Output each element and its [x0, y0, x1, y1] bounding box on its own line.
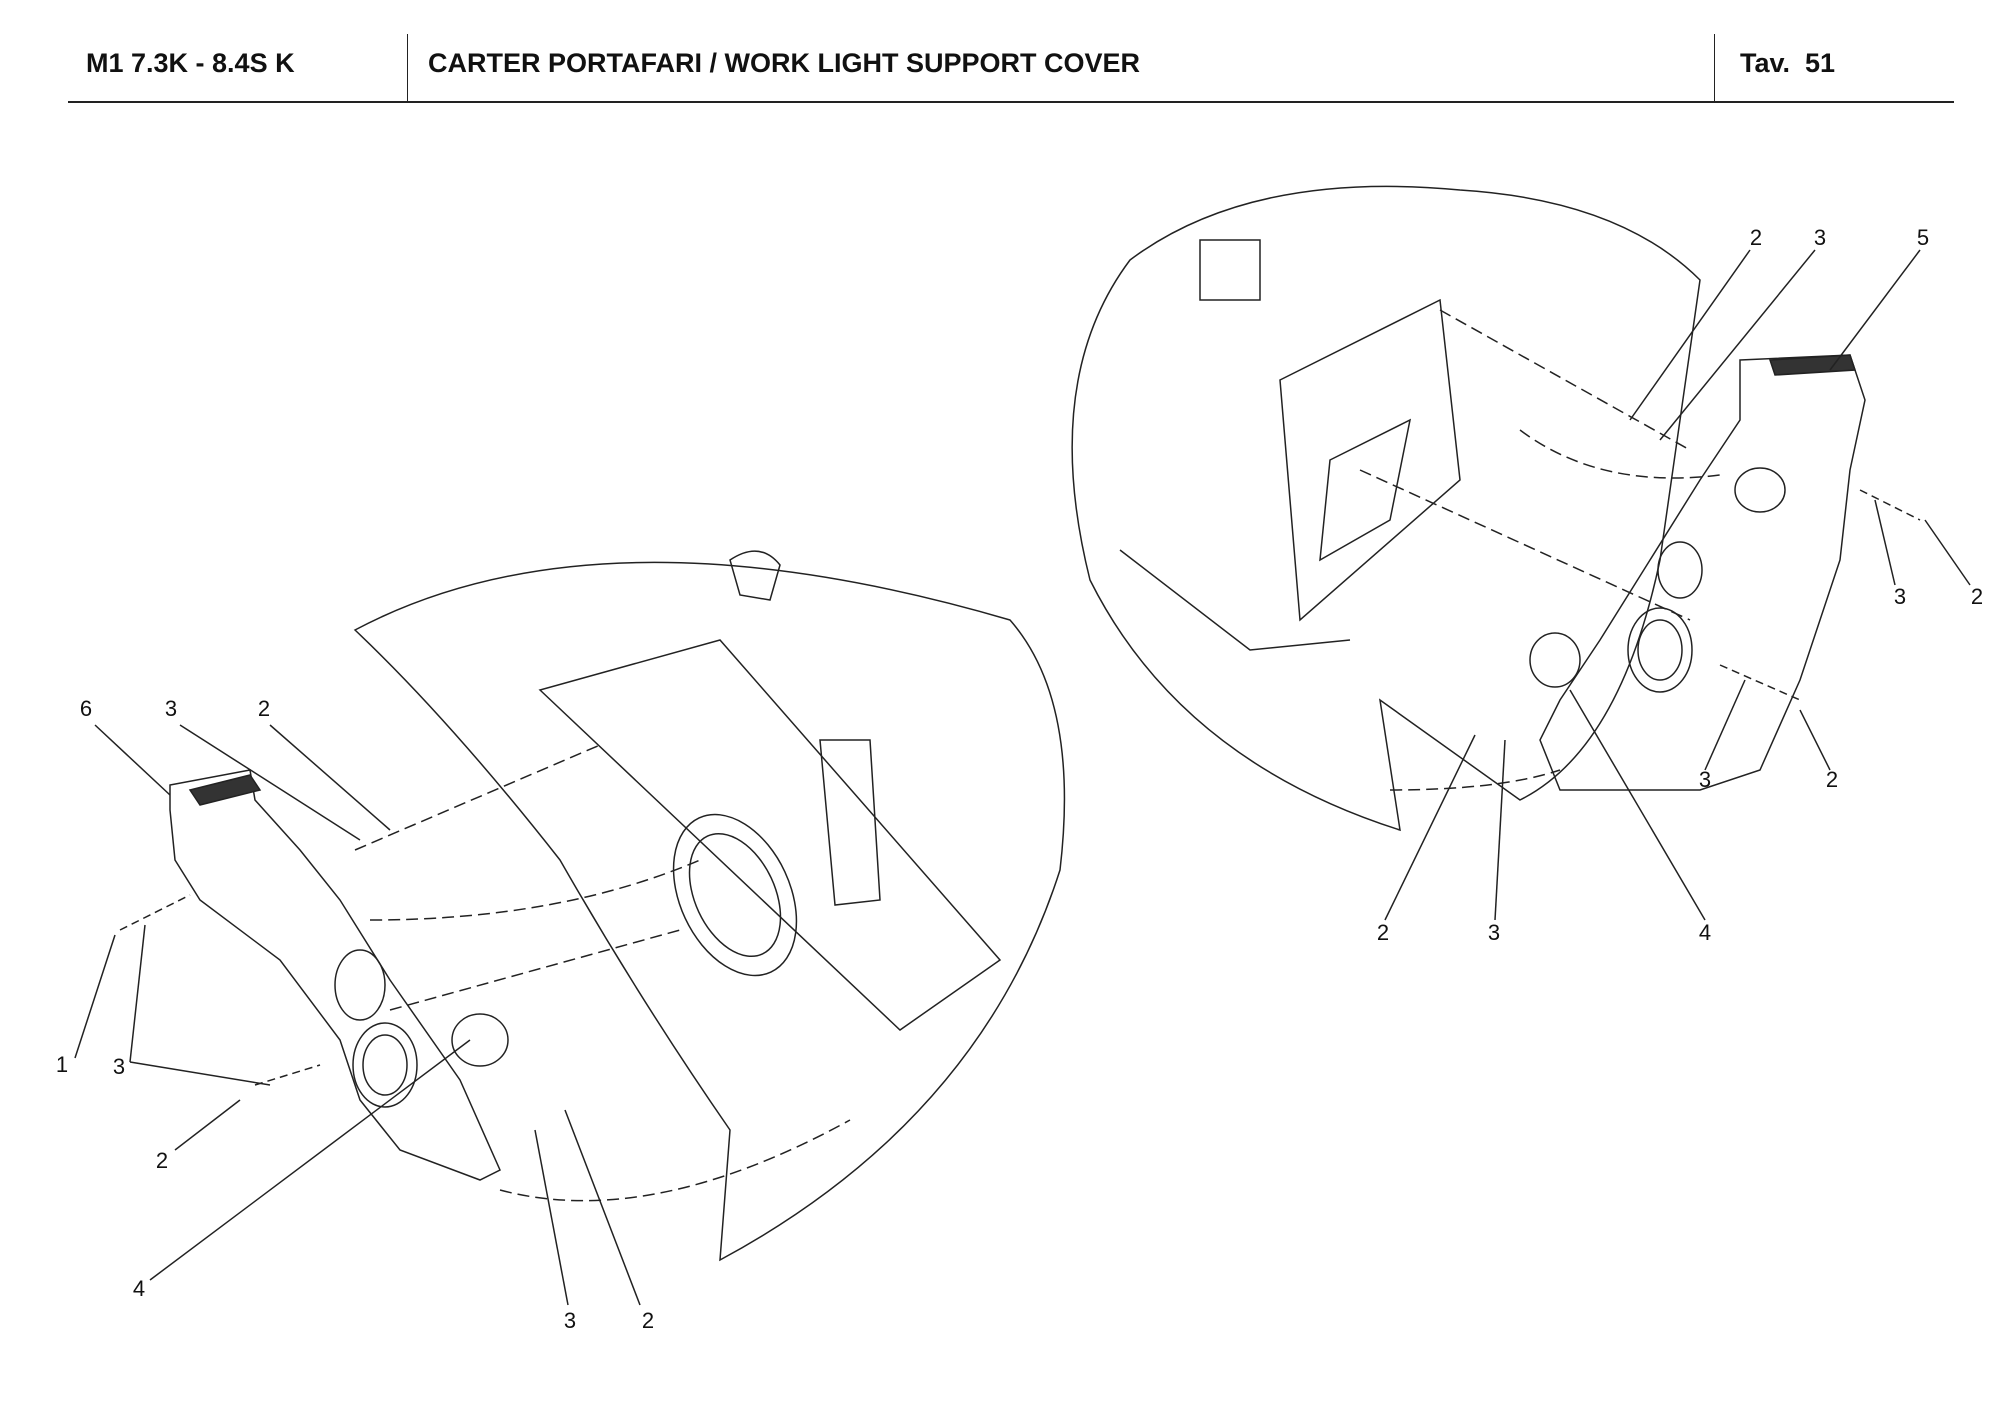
callout-2: 2: [641, 1308, 655, 1333]
callout-2: 2: [257, 696, 271, 721]
callout-3: 3: [112, 1054, 126, 1079]
header-divider: [407, 34, 408, 102]
callout-3: 3: [563, 1308, 577, 1333]
callout-6: 6: [79, 696, 93, 721]
left-detail-view: [74, 550, 1066, 1306]
callout-2: 2: [1825, 767, 1839, 792]
callout-4: 4: [132, 1276, 146, 1301]
callout-2: 2: [1749, 225, 1763, 250]
header-rule: [68, 101, 1954, 103]
page-title: CARTER PORTAFARI / WORK LIGHT SUPPORT CO…: [428, 48, 1141, 78]
callout-3: 3: [1487, 920, 1501, 945]
callout-3: 3: [1813, 225, 1827, 250]
right-detail-view: [1071, 185, 1971, 921]
callout-3: 3: [164, 696, 178, 721]
callout-3: 3: [1893, 584, 1907, 609]
callout-2: 2: [155, 1148, 169, 1173]
callout-3: 3: [1698, 767, 1712, 792]
callout-2: 2: [1376, 920, 1390, 945]
table-number: Tav. 51: [1740, 48, 1836, 78]
callout-1: 1: [55, 1052, 69, 1077]
header-divider: [1714, 34, 1715, 102]
callout-2: 2: [1970, 584, 1984, 609]
callout-4: 4: [1698, 920, 1712, 945]
model-label: M1 7.3K - 8.4S K: [86, 48, 295, 78]
callout-5: 5: [1916, 225, 1930, 250]
